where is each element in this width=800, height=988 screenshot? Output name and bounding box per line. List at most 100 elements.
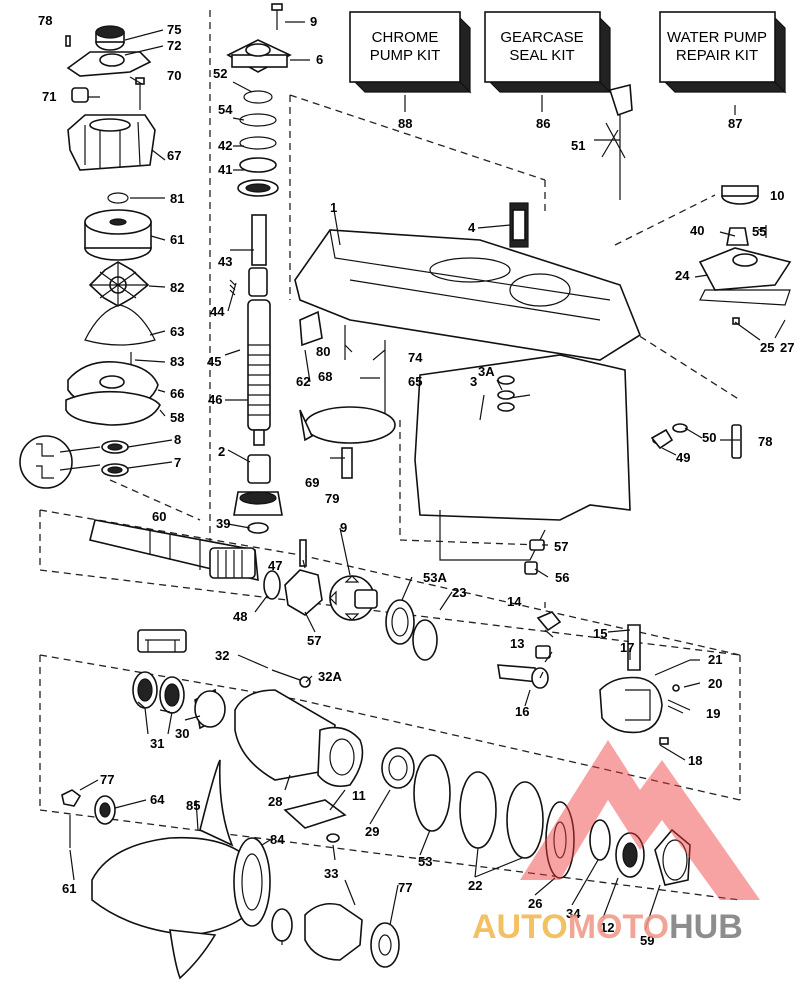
part-label-78b: 78 [758, 434, 772, 449]
part-label-76: 79 [325, 491, 339, 506]
part-label-30: 30 [175, 726, 189, 741]
part-labels: 78 75 72 70 71 67 81 61 82 63 83 66 58 8… [38, 13, 794, 948]
kit-label-line1: WATER PUMP [667, 29, 767, 46]
part-label-31: 31 [150, 736, 164, 751]
part-label-74: 77 [100, 772, 114, 787]
part-label-58: 61 [170, 232, 184, 247]
kit-label-line2: SEAL KIT [509, 47, 574, 64]
part-label-42: 46 [208, 392, 222, 407]
part-label-34: 34 [566, 906, 581, 921]
part-label-72: 75 [167, 22, 181, 37]
part-label-53: 56 [555, 570, 569, 585]
svg-text:AUTOMOTOHUB: AUTOMOTOHUB [472, 908, 743, 946]
part-label-79: 81 [170, 191, 184, 206]
part-label-41: 45 [207, 354, 221, 369]
part-label-29: 29 [365, 824, 379, 839]
part-label-77: 77 [398, 880, 412, 895]
part-label-25: 25 [760, 340, 774, 355]
part-label-5: 9 [340, 520, 347, 535]
kit-label-line1: CHROME [372, 29, 439, 46]
part-label-44: 48 [233, 609, 247, 624]
part-label-71: 74 [408, 350, 423, 365]
watermark-text-hub: HUB [669, 908, 743, 946]
part-label-54: 60 [152, 509, 166, 524]
part-label-86: 86 [536, 116, 550, 131]
part-label-68: 70 [167, 68, 181, 83]
part-label-37: 41 [218, 162, 232, 177]
part-label-75: 78 [38, 13, 52, 28]
part-label-36: 40 [690, 223, 704, 238]
part-label-26: 26 [528, 896, 542, 911]
part-label-24: 24 [675, 268, 690, 283]
part-label-20: 20 [708, 676, 722, 691]
part-label-87: 87 [728, 116, 742, 131]
part-label-69: 71 [42, 89, 56, 104]
part-label-56: 59 [640, 933, 654, 948]
part-label-65: 67 [167, 148, 181, 163]
kit-label-line2: PUMP KIT [370, 47, 441, 64]
watermark-text-auto: AUTO [472, 908, 568, 946]
part-label-27: 27 [780, 340, 794, 355]
part-label-28: 28 [268, 794, 282, 809]
part-label-70: 72 [167, 38, 181, 53]
part-label-16: 16 [515, 704, 529, 719]
part-label-80: 82 [170, 280, 184, 295]
driveshaft-parts [226, 3, 292, 534]
kit-leader-lines [404, 95, 736, 115]
part-label-8: 8 [174, 432, 181, 447]
watermark-text-moto: MOTO [568, 908, 669, 946]
part-label-66: 68 [318, 369, 332, 384]
part-label-2: 2 [218, 444, 225, 459]
part-label-39: 43 [218, 254, 232, 269]
part-label-1: 1 [330, 200, 337, 215]
leader-lines [69, 21, 786, 945]
part-label-3A: 3A [478, 364, 495, 379]
bearing-carrier-parts [132, 629, 691, 886]
part-label-23: 23 [452, 585, 466, 600]
kit-box-chrome-pump: CHROME PUMP KIT [349, 11, 472, 94]
part-label-22: 22 [468, 878, 482, 893]
part-label-43: 47 [268, 558, 282, 573]
part-label-57: 57 [307, 633, 321, 648]
part-label-51: 54 [218, 102, 233, 117]
right-pump-housing [524, 83, 792, 575]
part-label-15: 15 [593, 626, 607, 641]
watermark-logo: AUTOMOTOHUB [472, 740, 760, 946]
part-label-4: 4 [468, 220, 476, 235]
part-label-52: 55 [752, 224, 766, 239]
part-label-88: 88 [398, 116, 412, 131]
part-label-19: 19 [706, 706, 720, 721]
part-label-53A: 57 [554, 539, 568, 554]
kit-label-line1: GEARCASE [500, 29, 583, 46]
part-label-13: 13 [510, 636, 524, 651]
part-label-12: 12 [600, 920, 614, 935]
part-label-67: 69 [305, 475, 319, 490]
part-label-9: 9 [310, 14, 317, 29]
part-label-82: 84 [270, 832, 285, 847]
part-label-32A: 32A [318, 669, 342, 684]
part-label-17: 17 [620, 640, 634, 655]
part-label-7: 7 [174, 455, 181, 470]
part-label-63: 65 [408, 374, 422, 389]
water-pump-parts [65, 25, 161, 426]
part-label-59: 62 [296, 374, 310, 389]
part-label-10: 10 [770, 188, 784, 203]
part-label-11: 11 [352, 788, 366, 803]
part-label-62: 64 [150, 792, 165, 807]
part-label-60: 63 [170, 324, 184, 339]
part-label-46: 50 [702, 430, 716, 445]
part-label-83: 85 [186, 798, 200, 813]
part-label-3: 3 [470, 374, 477, 389]
kit-box-water-pump-repair: WATER PUMP REPAIR KIT [659, 11, 787, 94]
part-label-47: 51 [571, 138, 585, 153]
part-label-38: 42 [218, 138, 232, 153]
part-label-33: 33 [324, 866, 338, 881]
propeller [61, 759, 400, 980]
kit-label-line2: REPAIR KIT [676, 47, 758, 64]
part-label-18: 18 [688, 753, 702, 768]
seal-inset-circle [19, 435, 129, 489]
part-label-55: 58 [170, 410, 184, 425]
part-label-49: 53 [418, 854, 432, 869]
propshaft-assembly [89, 519, 562, 689]
